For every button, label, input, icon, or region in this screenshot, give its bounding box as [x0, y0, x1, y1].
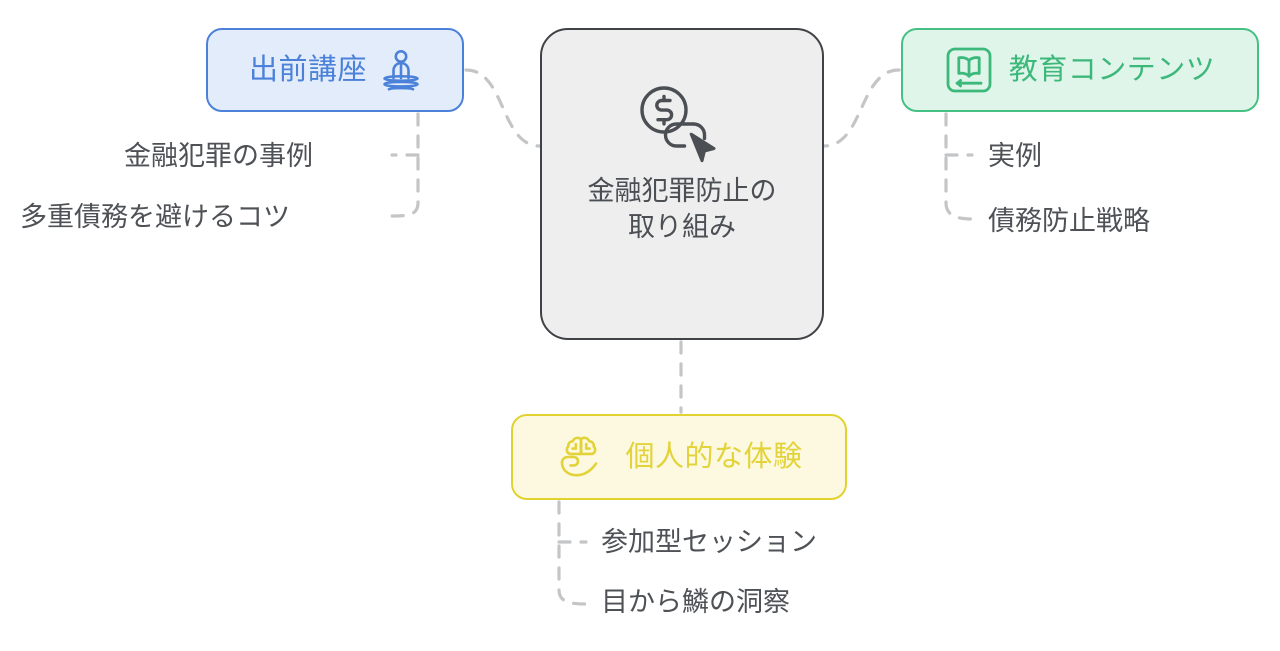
branch-node-lecture-label: 出前講座 — [248, 53, 367, 86]
leaf-label-case: 金融犯罪の事例 — [124, 141, 313, 171]
branch-node-lecture[interactable]: 出前講座 — [206, 28, 464, 112]
edge-education-leaf-strategy — [944, 201, 974, 221]
central-node[interactable]: 金融犯罪防止の取り組み — [540, 28, 824, 340]
money-cursor-icon — [640, 86, 716, 163]
leaf-label-debt-tips: 多重債務を避けるコツ — [20, 202, 290, 232]
edge-experience-leaf-insight — [557, 588, 588, 606]
leaf-label-session: 参加型セッション — [601, 527, 817, 557]
edge-education-to-central — [822, 68, 901, 148]
branch-node-experience-label: 個人的な体験 — [625, 440, 803, 473]
leaf-label-example: 実例 — [988, 141, 1042, 171]
branch-node-experience[interactable]: 個人的な体験 — [511, 414, 847, 500]
branch-node-education-label: 教育コンテンツ — [1008, 53, 1216, 86]
edge-lecture-to-central — [464, 68, 542, 148]
leaf-label-strategy: 債務防止戦略 — [988, 206, 1150, 236]
edge-lecture-leaf-debt — [390, 201, 420, 218]
brain-hand-icon — [561, 436, 598, 477]
book-card-icon — [946, 47, 992, 93]
central-node-label: 金融犯罪防止の取り組み — [587, 176, 777, 242]
person-podium-icon — [383, 50, 419, 91]
branch-node-education[interactable]: 教育コンテンツ — [901, 28, 1259, 112]
leaf-label-insight: 目から鱗の洞察 — [601, 587, 790, 617]
